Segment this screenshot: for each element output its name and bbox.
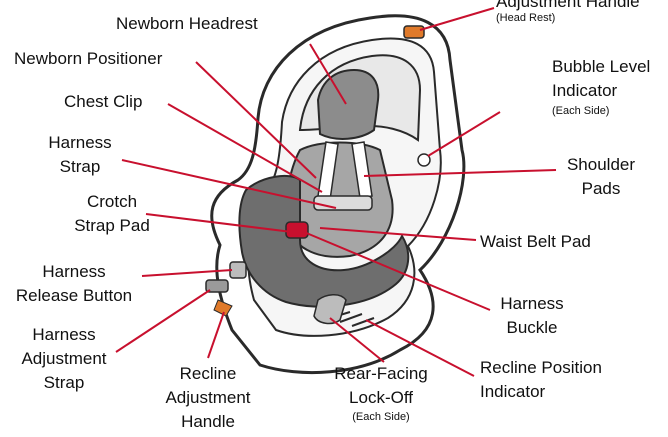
chest-clip [314,196,372,210]
label-recline-handle-2: Adjustment [158,386,258,410]
label-each-side-1: (Each Side) [552,104,609,118]
headrest-adjustment-handle [404,26,424,38]
label-rear-facing-1: Rear-Facing [326,362,436,386]
harness-release-button [230,262,246,278]
label-recline-handle-3: Handle [158,410,258,434]
label-harness-release-2: Release Button [6,284,142,308]
label-bubble-level-1: Bubble Level [552,55,650,79]
label-chest-clip: Chest Clip [64,90,142,114]
label-crotch-strap-pad-1: Crotch [62,190,162,214]
label-harness-release-1: Harness [6,260,142,284]
label-harness-buckle-2: Buckle [492,316,572,340]
label-harness-adjustment-2: Adjustment [14,347,114,371]
label-waist-belt-pad: Waist Belt Pad [480,230,591,254]
leader-recline-handle [208,312,224,358]
label-harness-strap-1: Harness [40,131,120,155]
label-bubble-level-2: Indicator [552,79,617,103]
harness-buckle [286,222,308,238]
label-recline-position-1: Recline Position [480,356,602,380]
label-newborn-headrest: Newborn Headrest [116,12,258,36]
label-harness-strap-2: Strap [40,155,120,179]
label-shoulder-pads-2: Pads [556,177,646,201]
label-crotch-strap-pad-2: Strap Pad [62,214,162,238]
label-rear-facing-2: Lock-Off [326,386,436,410]
label-harness-adjustment-3: Strap [14,371,114,395]
label-shoulder-pads-1: Shoulder [556,153,646,177]
label-recline-handle-1: Recline [158,362,258,386]
label-head-rest: (Head Rest) [496,11,555,25]
label-harness-buckle-1: Harness [492,292,572,316]
newborn-headrest-cushion [318,70,378,139]
leader-adjustment-handle [420,8,494,30]
label-each-side-2: (Each Side) [326,410,436,424]
label-newborn-positioner: Newborn Positioner [14,47,162,71]
label-harness-adjustment-1: Harness [14,323,114,347]
label-recline-position-2: Indicator [480,380,545,404]
